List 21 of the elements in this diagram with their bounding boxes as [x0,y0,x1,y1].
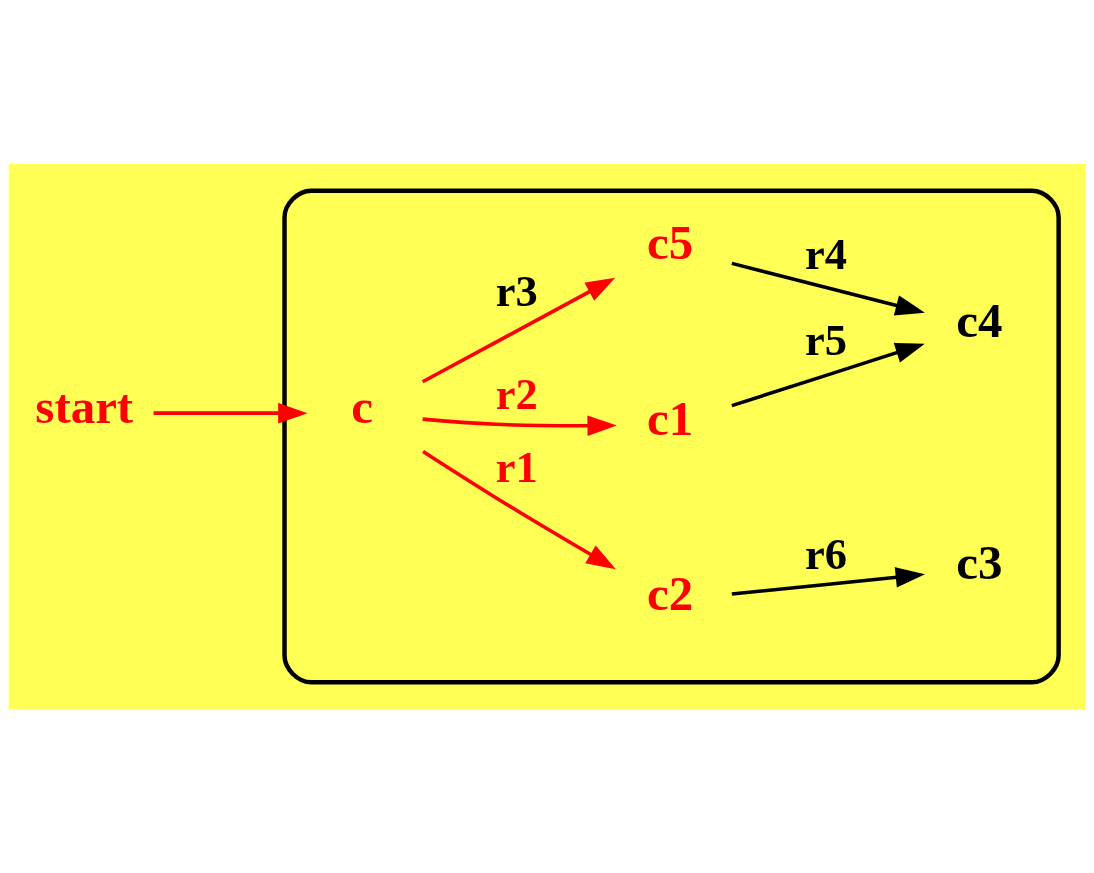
node-text: c [351,379,373,435]
edge-label: r4 [805,228,848,279]
edge-label: r6 [805,528,848,579]
node-text: c1 [647,390,694,446]
edge-label: r3 [495,266,538,317]
arrow [153,402,308,424]
node-text: c2 [647,566,694,622]
node-text: c3 [956,535,1003,591]
arrow [731,261,925,316]
arrow [731,567,926,596]
node-text: c5 [647,214,694,270]
edge-label: r1 [495,442,538,493]
arrow [422,450,616,570]
arrow [421,277,616,384]
node-text: start [35,379,134,435]
node-text: c4 [956,292,1003,348]
arrow [422,415,617,436]
arrow [731,342,925,408]
edge-label: r5 [805,315,848,366]
edge-label: r2 [495,368,538,419]
cluster [282,188,1061,685]
